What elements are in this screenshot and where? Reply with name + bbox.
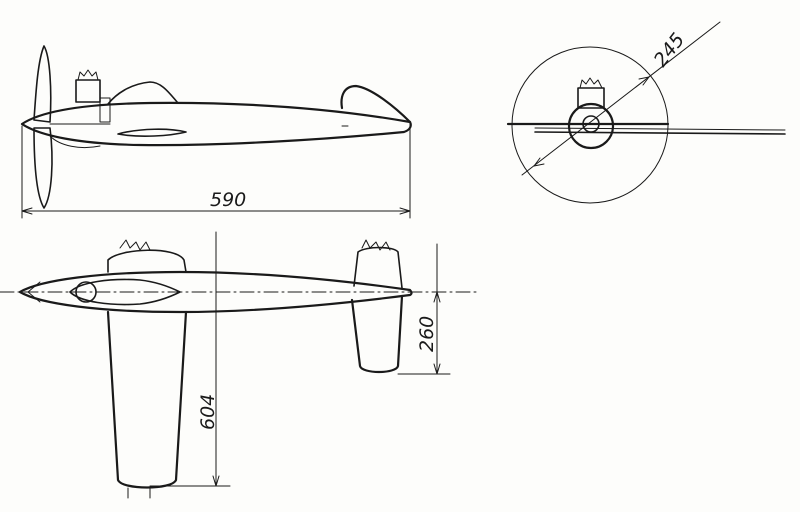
wing-planform <box>106 310 188 489</box>
top-view: 604 260 <box>0 231 481 499</box>
arrow-left <box>21 207 33 215</box>
canopy-top <box>69 278 181 306</box>
length-dimension-label: 590 <box>210 189 246 211</box>
front-spinner <box>582 115 600 133</box>
front-wing-right-edge <box>534 127 786 131</box>
cowl-bottom <box>49 135 101 149</box>
tail-span-dimension-label: 260 <box>416 316 438 352</box>
tail-arrow-bottom <box>433 363 441 375</box>
front-engine-fins <box>579 77 603 89</box>
control-lines <box>127 487 151 499</box>
front-wing-right <box>534 131 786 135</box>
tail-arrow-top <box>433 291 441 303</box>
engine-fins <box>77 69 99 81</box>
diameter-dimension-line <box>521 21 721 176</box>
propeller-blade-bottom <box>33 127 53 209</box>
vertical-fin <box>340 84 412 124</box>
propeller-blade-top <box>33 45 52 123</box>
wing-stub-jag <box>119 239 151 251</box>
front-fuselage <box>567 102 615 150</box>
nose-tip <box>27 281 41 303</box>
diameter-arrow-high <box>638 76 650 86</box>
engine-top <box>75 281 97 303</box>
tail-jag <box>361 239 391 251</box>
tailplane <box>350 294 404 374</box>
arrow-right <box>399 207 411 215</box>
fuselage-top <box>18 270 413 314</box>
front-view: 245 <box>506 21 786 204</box>
front-engine <box>577 87 605 109</box>
engine-mount <box>99 97 111 123</box>
wing-stub-top <box>107 249 187 273</box>
side-view: 590 <box>20 45 412 219</box>
canopy-side <box>107 81 179 105</box>
wingspan-arrow <box>212 475 220 487</box>
diameter-arrow-low <box>533 157 545 167</box>
diameter-dimension-label: 245 <box>650 29 690 71</box>
wingspan-dimension-label: 604 <box>197 394 219 430</box>
tailplane-top <box>353 246 403 289</box>
engine-side <box>75 79 101 103</box>
wing-section <box>117 128 187 137</box>
